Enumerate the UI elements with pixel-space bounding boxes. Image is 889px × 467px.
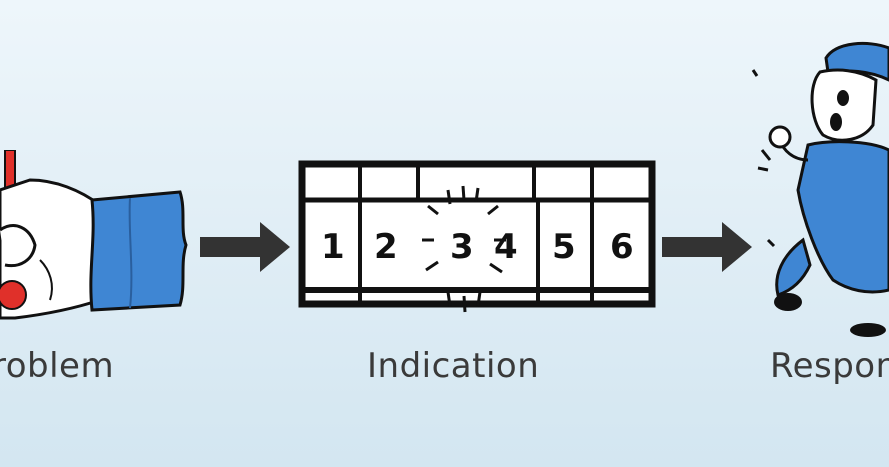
cell-label-3: 3: [450, 227, 474, 267]
hand-with-red-pencil-icon: [0, 150, 188, 320]
problem-label: roblem: [0, 346, 115, 386]
cell-label-6: 6: [610, 227, 634, 267]
worker-body: [796, 140, 889, 294]
cell-label-5: 5: [552, 227, 576, 267]
worker-fist: [768, 125, 792, 149]
motion-lines: [751, 69, 776, 248]
arrow-shape: [200, 222, 290, 272]
arrow-shape: [662, 222, 752, 272]
hand-fingers: [0, 224, 37, 268]
cell-label-4: 4: [494, 227, 518, 267]
sleeve-fold: [128, 197, 133, 309]
panel-frame: [298, 160, 656, 308]
arrow-right-icon: [662, 222, 752, 272]
worker-boot: [850, 323, 886, 337]
indication-label: Indication: [367, 346, 540, 386]
worker-mouth: [830, 113, 842, 131]
worker-eye: [837, 90, 849, 106]
hand-crease: [39, 259, 53, 301]
cell-label-1: 1: [321, 227, 345, 267]
cell-label-2: 2: [374, 227, 398, 267]
worker-boot: [774, 293, 802, 311]
lit-cell-burst: [422, 185, 506, 313]
response-label: Respon: [770, 346, 889, 386]
arrow-right-icon: [200, 222, 290, 272]
running-worker-icon: [751, 41, 889, 337]
worker-leg: [775, 237, 812, 297]
red-knuckle: [0, 280, 27, 310]
annunciator-panel: 1 2 3 4 5 6: [298, 160, 656, 313]
blue-sleeve: [89, 190, 188, 312]
